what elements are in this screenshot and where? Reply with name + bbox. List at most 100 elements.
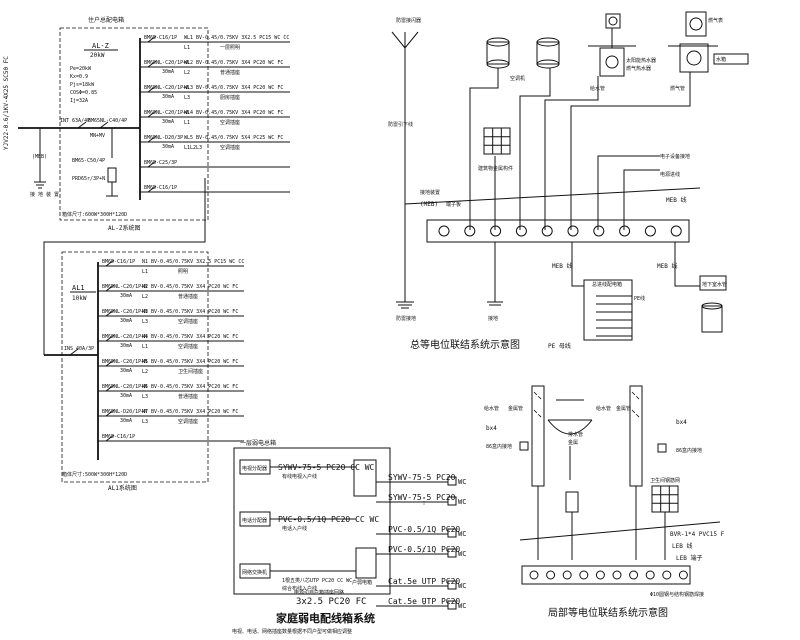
outlet-icon (447, 528, 457, 538)
leb-terminal (678, 570, 688, 580)
circuit-leak: 30mA (120, 368, 132, 374)
al-z-box-title: 住户总配电箱 (88, 16, 124, 24)
leb-terminal (562, 570, 572, 580)
right-box (699, 275, 727, 291)
weak-side-label: 户弱电箱 (352, 579, 372, 586)
leb-terminal (629, 570, 639, 580)
pe-label: PE线 (634, 295, 645, 302)
circuit-phase: L3 (184, 95, 190, 101)
weak-side-box (353, 459, 377, 497)
meb-terminal (464, 225, 476, 237)
ground-device-label: 接地装置 (420, 189, 440, 196)
circuit-use: 照明 (178, 269, 188, 275)
al1-panel-name: AL1 (72, 284, 85, 292)
circuit-cable: WL3 BV-0.45/0.75KV 3X4 PC20 WC FC (184, 85, 283, 91)
al1-power: 10kW (72, 295, 87, 302)
weak-power-note: 电源引自户箱插座回路 (294, 589, 344, 596)
circuit-cable: N4 BV-0.45/0.75KV 3X4 PC20 WC FC (142, 334, 238, 340)
pe-box (583, 279, 633, 341)
earth1-label: 防雷接地 (396, 315, 416, 322)
leb-terminal (662, 570, 672, 580)
circuit-use: 普通插座 (220, 69, 240, 76)
weak-output-suffix: WC (458, 530, 466, 538)
weak-caption: 家庭弱电配线箱系统 (276, 611, 375, 625)
pe-bottom-label: PE 母线 (548, 342, 571, 350)
weak-device-sub: 有线电视入户线 (282, 473, 317, 480)
weak-power-cable: 3x2.5 PC20 FC (296, 597, 366, 607)
leb-system-diagram: 给水管 金属管 给水管 金属管 bx4 bx4 86盒内接地 86盒内接地 排水… (484, 385, 725, 619)
ground-meb-label: (MEB) (32, 154, 47, 160)
circuit-use: 卫生间插座 (178, 368, 203, 375)
meb-terminal (515, 225, 527, 237)
earth2-label: 接地 (488, 315, 498, 322)
circuit-cable: N7 BV-0.45/0.75KV 3X4 PC20 WC FC (142, 409, 238, 415)
weak-output-suffix: WC (458, 602, 466, 610)
circuit-cable: N6 BV-0.45/0.75KV 3X4 PC20 WC FC (142, 384, 238, 390)
circuit-phase: L1 (184, 120, 190, 126)
meb-system-diagram: 防雷接闪器 防雷引下线 防雷接地 空调机 太阳能热水器 燃气热水器 给水管 燃气… (388, 11, 749, 351)
outlet-icon (447, 600, 457, 610)
grid-label: 建筑物金属构件 (478, 165, 513, 172)
building-steel-grid (483, 127, 511, 155)
outlet-icon (447, 548, 457, 558)
weak-output-cable: SYWV-75-5 PC20 (388, 493, 456, 502)
leb-terminal (645, 570, 655, 580)
leb-bvr: BVR-1*4 PVC15 F (670, 531, 725, 538)
leb-pipe-label2: 金属 (568, 439, 578, 446)
main-switch-label: INT 63A/4P (60, 118, 90, 124)
leb-bx-left: bx4 (486, 425, 497, 432)
mixer-sub-label: 燃气热水器 (626, 65, 651, 72)
weak-device-sub: 1根五类八芯UTP PC20 CC WC (282, 577, 352, 584)
leb-terminal-bar (521, 565, 691, 585)
circuit-breaker: BM65NL-C20/1P+N (102, 384, 147, 390)
circuit-leak: 30mA (120, 393, 132, 399)
meb-sub-label: 端子板 (446, 201, 461, 208)
weak-output-suffix: WC (458, 478, 466, 486)
circuit-cable: N2 BV-0.45/0.75KV 3X4 PC20 WC FC (142, 284, 238, 290)
weak-box-outline (233, 447, 391, 595)
leb-left-label: 给水管 (484, 405, 499, 412)
al-z-panel-name: AL-Z (92, 42, 109, 50)
weak-output-suffix: WC (458, 550, 466, 558)
circuit-phase: L1 (142, 269, 148, 275)
circuit-phase: L2 (142, 369, 148, 375)
incoming-cable-label: YJV22-0.6/1KV-4X25 SC50 FC (3, 56, 10, 150)
weak-output-cable: PVC-0.5/1Q PC20 (388, 525, 460, 534)
meb-mid-label: MEB 线 (657, 262, 677, 270)
pe-lines (596, 295, 632, 337)
leb-terminal (546, 570, 556, 580)
meb-terminal (619, 225, 631, 237)
leb-bottom-note: Φ10圆钢与结构钢筋焊接 (650, 591, 704, 598)
circuit-leak: 30mA (120, 293, 132, 299)
right-box-label: 地下室水管 (702, 281, 727, 288)
weak-continuation: ⋮ (420, 547, 428, 556)
weak-output-cable: Cat.5e UTP PC20 (388, 577, 460, 586)
circuit-use: 普通插座 (178, 393, 198, 400)
meb-terminal (438, 225, 450, 237)
meb-terminals (438, 225, 682, 237)
leb-bx-right: bx4 (676, 419, 687, 426)
al-z-param: Pe=20kW (70, 66, 92, 72)
meb-terminal (567, 225, 579, 237)
circuit-leak: 30mA (162, 144, 174, 150)
circuit-cable: N5 BV-0.45/0.75KV 3X4 PC20 WC FC (142, 359, 238, 365)
ac-label: 空调机 (510, 75, 525, 82)
leb-grid-label: 卫生间钢筋网 (650, 477, 680, 484)
circuit-breaker: BM65NL-C20/1P+N (102, 309, 147, 315)
ground-note: 接 地 装 置 (30, 191, 59, 198)
feeder-to-al1 (43, 178, 206, 355)
circuit-use: 空调插座 (178, 418, 198, 425)
leb-terminal (612, 570, 622, 580)
leb-line: LEB 线 (672, 542, 692, 550)
circuit-breaker: BM65NL-C20/1P+N (102, 284, 147, 290)
weak-output-cable: Cat.5e UTP PC20 (388, 597, 460, 606)
circuit-use: 一层照明 (220, 45, 240, 51)
leb-right-label2: 金属管 (616, 405, 631, 412)
leb-pipe-label: 排水管 (568, 431, 583, 438)
pe-box-label: 总进线配电箱 (592, 281, 622, 288)
al1-box-outline (61, 251, 209, 483)
circuit-phase: L3 (142, 394, 148, 400)
